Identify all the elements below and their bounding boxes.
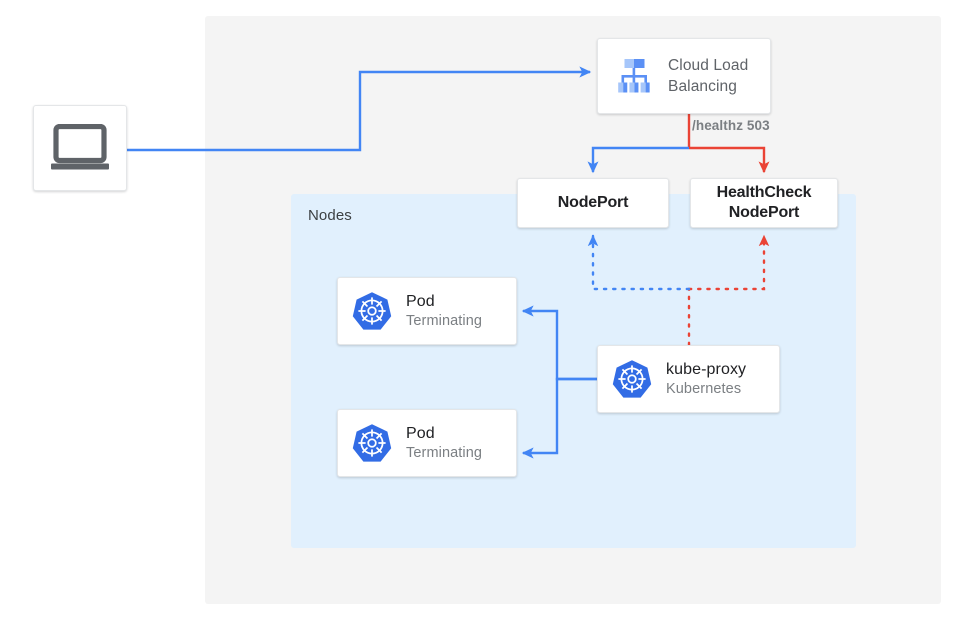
kube-proxy-subtitle: Kubernetes (666, 380, 742, 397)
nodes-group-label: Nodes (308, 207, 352, 224)
pod-node-2[interactable]: Pod Terminating (337, 409, 517, 477)
edge-kubeproxy-to-pod2 (521, 377, 597, 459)
edge-client-to-loadbalancer (127, 66, 592, 152)
pod-node-1[interactable]: Pod Terminating (337, 277, 517, 345)
pod-1-status: Terminating (406, 312, 483, 329)
edge-lb-to-nodeport (587, 146, 689, 174)
nodeport-node[interactable]: NodePort (517, 178, 669, 228)
kubernetes-icon (352, 292, 392, 330)
healthcheck-nodeport-label: HealthCheck NodePort (717, 183, 812, 223)
edge-kubeproxy-to-healthcheck-nodeport (687, 234, 770, 291)
nodeport-label: NodePort (557, 194, 629, 211)
pod-1-title: Pod (406, 292, 435, 310)
edge-lb-to-healthcheck-nodeport (689, 146, 770, 174)
healthcheck-nodeport-label-line2: NodePort (728, 204, 800, 221)
pod-1-text: Pod Terminating (406, 292, 482, 331)
pod-2-title: Pod (406, 424, 435, 442)
kube-proxy-node[interactable]: kube-proxy Kubernetes (597, 345, 780, 413)
healthz-edge-label: /healthz 503 (692, 118, 770, 133)
kubernetes-icon (612, 360, 652, 398)
kube-proxy-title: kube-proxy (666, 360, 747, 378)
cloud-load-balancing-icon (618, 59, 650, 93)
cloud-load-balancing-label: Cloud Load Balancing (668, 55, 748, 97)
cloud-load-balancing-label-line2: Balancing (668, 78, 737, 95)
healthcheck-nodeport-label-line1: HealthCheck (716, 184, 812, 201)
pod-2-status: Terminating (406, 444, 483, 461)
cloud-load-balancing-node[interactable]: Cloud Load Balancing (597, 38, 771, 114)
cloud-load-balancing-label-line1: Cloud Load (668, 57, 749, 74)
laptop-icon (51, 124, 109, 170)
kubernetes-icon (352, 424, 392, 462)
edge-kubeproxy-to-nodeport (587, 234, 691, 291)
client-laptop-node[interactable] (33, 105, 127, 191)
pod-2-text: Pod Terminating (406, 424, 482, 463)
edge-kubeproxy-to-pod1 (521, 305, 597, 381)
healthcheck-nodeport-node[interactable]: HealthCheck NodePort (690, 178, 838, 228)
kube-proxy-text: kube-proxy Kubernetes (666, 360, 746, 399)
